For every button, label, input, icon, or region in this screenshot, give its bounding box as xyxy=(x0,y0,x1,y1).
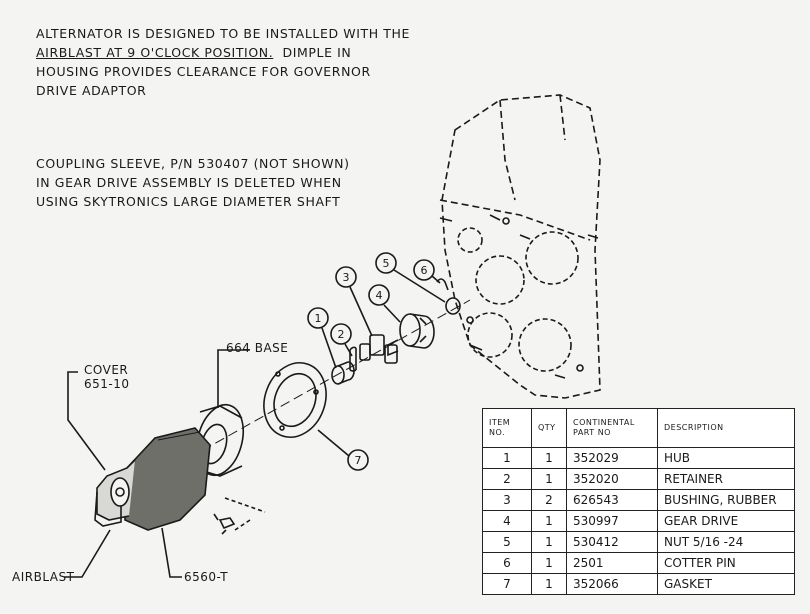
table-row: 3 2 626543 BUSHING, RUBBER xyxy=(482,489,795,511)
table-row: 6 1 2501 COTTER PIN xyxy=(482,552,795,574)
balloon-3-label: 3 xyxy=(343,271,350,284)
airblast-callout: Airblast xyxy=(12,570,75,584)
cotter-pin xyxy=(436,278,449,291)
balloon-3 xyxy=(335,266,373,337)
balloon-1-label: 1 xyxy=(315,312,322,325)
mounting-screw xyxy=(213,497,266,535)
balloon-7 xyxy=(317,429,369,471)
coupling-line-1: Coupling sleeve, P/N 530407 (not shown) xyxy=(36,156,350,171)
balloon-5 xyxy=(375,252,446,303)
balloon-4-label: 4 xyxy=(376,289,383,302)
model-callout: 6560-T xyxy=(184,570,229,584)
balloon-2 xyxy=(330,323,353,357)
gear-housing xyxy=(439,94,601,399)
cover-part-number: 651-10 xyxy=(84,377,130,391)
model-leader xyxy=(161,527,182,578)
table-row: 5 1 530412 NUT 5/16 -24 xyxy=(482,531,795,553)
balloon-1 xyxy=(307,307,337,369)
balloon-6 xyxy=(413,259,441,284)
retainer xyxy=(349,346,357,372)
nut xyxy=(445,297,461,315)
base-callout: 664 Base xyxy=(226,341,289,355)
gear-drive xyxy=(387,313,435,357)
base-leader xyxy=(217,349,250,408)
cover-leader xyxy=(67,371,106,471)
header-description: DESCRIPTION xyxy=(657,408,795,448)
table-row: 2 1 352020 RETAINER xyxy=(482,468,795,490)
table-row: 1 1 352029 HUB xyxy=(482,447,795,469)
balloon-4 xyxy=(368,284,401,323)
note-line-4: drive adaptor xyxy=(36,83,147,98)
note-line-3: housing provides clearance for governor xyxy=(36,64,371,79)
table-row: 4 1 530997 GEAR DRIVE xyxy=(482,510,795,532)
coupling-line-2: in gear drive assembly is deleted when xyxy=(36,175,342,190)
cover-callout: Cover 651-10 xyxy=(84,363,130,391)
gasket xyxy=(263,362,327,438)
installation-note: Alternator is designed to be installed w… xyxy=(36,24,456,100)
balloon-6-label: 6 xyxy=(421,264,428,277)
alternator-body xyxy=(94,427,211,531)
note-line-1: Alternator is designed to be installed w… xyxy=(36,26,411,41)
note-line-2: airblast at 9 o'clock position. xyxy=(36,45,274,60)
coupling-note: Coupling sleeve, P/N 530407 (not shown) … xyxy=(36,154,416,211)
balloon-2-label: 2 xyxy=(338,328,345,341)
hub xyxy=(331,361,355,385)
header-qty: QTY xyxy=(531,408,567,448)
housing-studs xyxy=(439,214,599,379)
balloon-7-label: 7 xyxy=(355,454,362,467)
table-row: 7 1 352066 GASKET xyxy=(482,573,795,595)
housing-bores xyxy=(457,227,579,372)
note-line-2b: Dimple in xyxy=(282,45,352,60)
balloon-5-label: 5 xyxy=(383,257,390,270)
cover-label: Cover xyxy=(84,363,129,377)
coupling-line-3: using Skytronics large diameter shaft xyxy=(36,194,341,209)
rubber-bushings xyxy=(359,334,398,364)
airblast-leader xyxy=(64,529,111,578)
